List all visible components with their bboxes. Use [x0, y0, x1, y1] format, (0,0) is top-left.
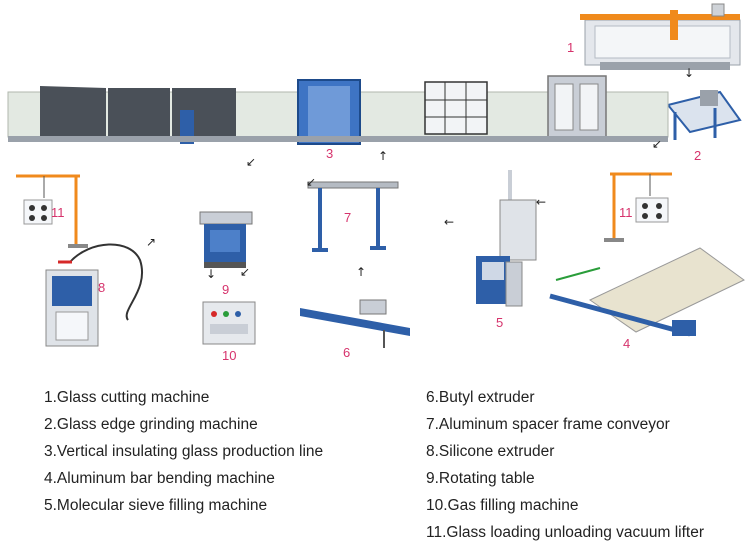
label-3: 3: [326, 146, 333, 161]
legend-item: 5.Molecular sieve filling machine: [44, 497, 268, 514]
legend-item: 4.Aluminum bar bending machine: [44, 470, 275, 487]
label-6: 6: [343, 345, 350, 360]
arrow-3-b: ↑: [378, 149, 388, 163]
legend-item: 7.Aluminum spacer frame conveyor: [426, 416, 670, 433]
label-10: 10: [222, 348, 236, 363]
legend-item: 1.Glass cutting machine: [44, 389, 210, 406]
legend-item: 2.Glass edge grinding machine: [44, 416, 258, 433]
legend-item: 6.Butyl extruder: [426, 389, 535, 406]
label-11-right: 11: [619, 205, 633, 220]
arrow-9-a: ↙: [240, 265, 250, 279]
arrow-1-to-2: ↓: [684, 66, 694, 80]
label-1: 1: [567, 40, 574, 55]
arrow-5-to-7: ←: [444, 215, 454, 229]
legend-item: 8.Silicone extruder: [426, 443, 555, 460]
glass-cutting-machine: [580, 3, 741, 70]
label-2: 2: [694, 148, 701, 163]
arrow-6-to-7: ↑: [356, 265, 366, 279]
arrow-8-to-9: ↗: [146, 235, 156, 249]
arrow-lifter-to-5: ←: [536, 195, 546, 209]
label-8: 8: [98, 280, 105, 295]
legend-item: 10.Gas filling machine: [426, 497, 579, 514]
molecular-sieve-filling-machine: [476, 170, 537, 307]
label-11-left: 11: [51, 205, 65, 220]
label-4: 4: [623, 336, 630, 351]
vertical-insulating-glass-line: [7, 75, 669, 145]
silicone-extruder: [45, 243, 143, 347]
label-5: 5: [496, 315, 503, 330]
vacuum-lifter-right: [604, 172, 672, 242]
aluminum-bar-bending-machine: [549, 247, 745, 337]
legend-item: 11.Glass loading unloading vacuum lifter: [426, 524, 705, 541]
production-line-diagram: 1 ↓ 2 3 ↙ ↑ ↙: [7, 3, 745, 363]
label-9: 9: [222, 282, 229, 297]
glass-edge-grinding-machine: [666, 90, 742, 140]
label-7: 7: [344, 210, 351, 225]
vacuum-lifter-left: [16, 174, 88, 248]
butyl-extruder: [300, 299, 410, 348]
spacer-frame-conveyor: [307, 181, 399, 252]
legend-item: 3.Vertical insulating glass production l…: [44, 443, 324, 460]
arrow-9-b: ↓: [206, 267, 216, 281]
arrow-line-to-7: ↙: [306, 175, 316, 189]
arrow-2-to-line: ↙: [652, 137, 662, 151]
legend-item: 9.Rotating table: [426, 470, 535, 487]
gas-filling-machine: [202, 301, 256, 345]
arrow-3-a: ↙: [246, 155, 256, 169]
rotating-table: [199, 211, 253, 268]
